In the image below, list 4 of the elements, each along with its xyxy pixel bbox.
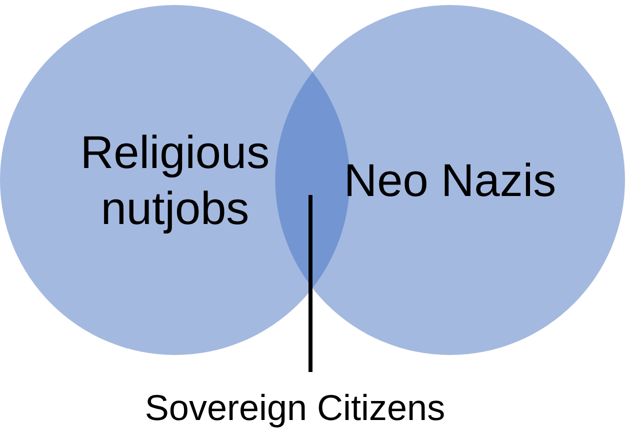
leader-line (308, 195, 312, 372)
circle-label: Religious nutjobs (79, 125, 271, 236)
callout-label: Sovereign Citizens (144, 386, 446, 430)
circle-label: Neo Nazis (342, 153, 558, 208)
